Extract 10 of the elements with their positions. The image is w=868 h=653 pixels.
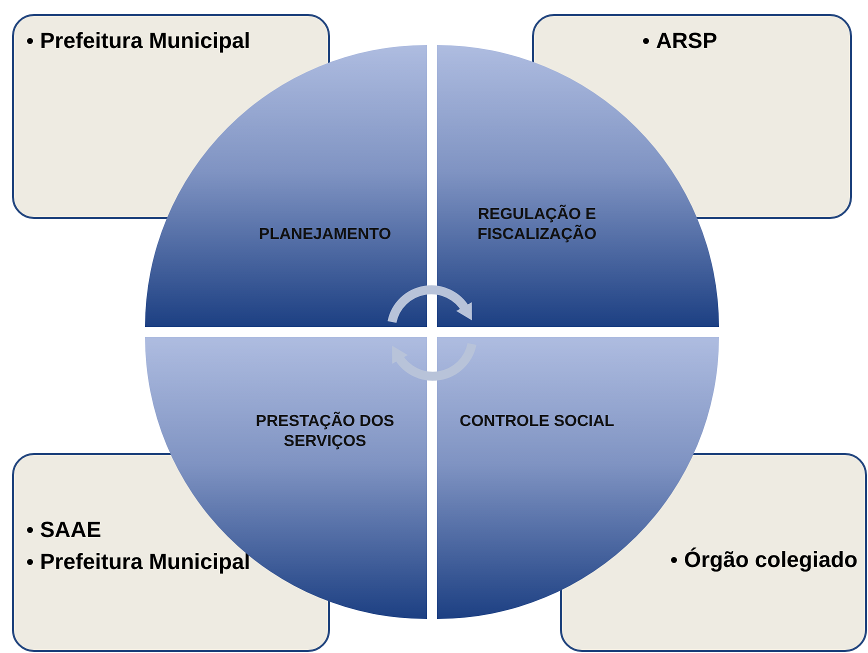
list-item: SAAE (40, 517, 102, 543)
list-item: Prefeitura Municipal (40, 28, 250, 54)
quadrant-label: CONTROLE SOCIAL (458, 412, 616, 432)
list-item: ARSP (656, 28, 718, 54)
quadrant-label: REGULAÇÃO E FISCALIZAÇÃO (476, 205, 598, 245)
list-item: Prefeitura Municipal (40, 549, 250, 575)
quadrant-label: PRESTAÇÃO DOS SERVIÇOS (254, 412, 396, 452)
curved-arrow (391, 342, 476, 381)
list-item: Órgão colegiado (684, 547, 858, 573)
quadrant-label: PLANEJAMENTO (258, 225, 392, 245)
